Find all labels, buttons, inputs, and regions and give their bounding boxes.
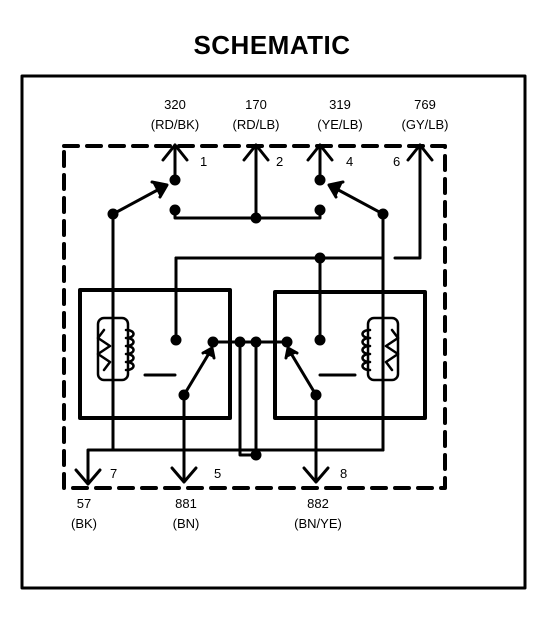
terminal-arrow-320 <box>161 143 189 177</box>
circuit-769: 769 <box>414 97 436 112</box>
pin-2: 2 <box>276 154 283 169</box>
pin-5: 5 <box>214 466 221 481</box>
circuit-170: 170 <box>245 97 267 112</box>
circuit-319: 319 <box>329 97 351 112</box>
upper-left-switch <box>111 174 181 216</box>
terminal-arrow-881 <box>170 466 198 484</box>
color-769: (GY/LB) <box>402 117 449 132</box>
terminal-arrow-769 <box>406 143 434 162</box>
right-relay-switch <box>281 334 326 397</box>
color-170: (RD/LB) <box>233 117 280 132</box>
pin-7: 7 <box>110 466 117 481</box>
terminal-arrow-882 <box>302 466 330 484</box>
circuit-320: 320 <box>164 97 186 112</box>
upper-bus <box>173 208 322 220</box>
outer-frame <box>20 74 527 590</box>
circuit-57: 57 <box>77 496 91 511</box>
circuit-882: 882 <box>307 496 329 511</box>
diagram-title: SCHEMATIC <box>193 30 351 60</box>
color-881: (BN) <box>173 516 200 531</box>
terminal-arrow-319 <box>306 143 334 177</box>
color-57: (BK) <box>71 516 97 531</box>
circuit-881: 881 <box>175 496 197 511</box>
pin-8: 8 <box>340 466 347 481</box>
left-relay-switch <box>170 334 219 397</box>
pin-6: 6 <box>393 154 400 169</box>
color-319: (YE/LB) <box>317 117 363 132</box>
terminal-arrow-170 <box>242 143 270 220</box>
color-882: (BN/YE) <box>294 516 342 531</box>
left-relay-coil <box>96 316 177 382</box>
upper-right-switch <box>314 174 385 216</box>
pin-4: 4 <box>346 154 353 169</box>
relay-left-box <box>78 288 232 420</box>
color-320: (RD/BK) <box>151 117 199 132</box>
relay-right-box <box>273 290 427 420</box>
pin-1: 1 <box>200 154 207 169</box>
right-relay-coil <box>318 316 400 382</box>
terminal-arrow-57 <box>74 468 102 486</box>
